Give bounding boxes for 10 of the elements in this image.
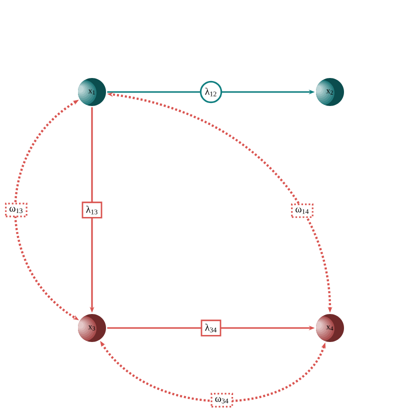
edge-label: ω$_{34}$: [210, 392, 234, 408]
edge-label: λ$_{12}$: [200, 80, 222, 104]
sphere-node: x$_{2}$: [316, 78, 344, 106]
sphere-node: x$_{1}$: [78, 78, 106, 106]
sphere-node: x$_{3}$: [78, 314, 106, 342]
edge-label: ω$_{13}$: [5, 202, 28, 218]
edge-label: λ$_{34}$: [200, 320, 222, 336]
sphere-node: x$_{4}$: [316, 314, 344, 342]
edge-label: ω$_{14}$: [291, 203, 314, 218]
edge-label: λ$_{13}$: [82, 202, 102, 218]
